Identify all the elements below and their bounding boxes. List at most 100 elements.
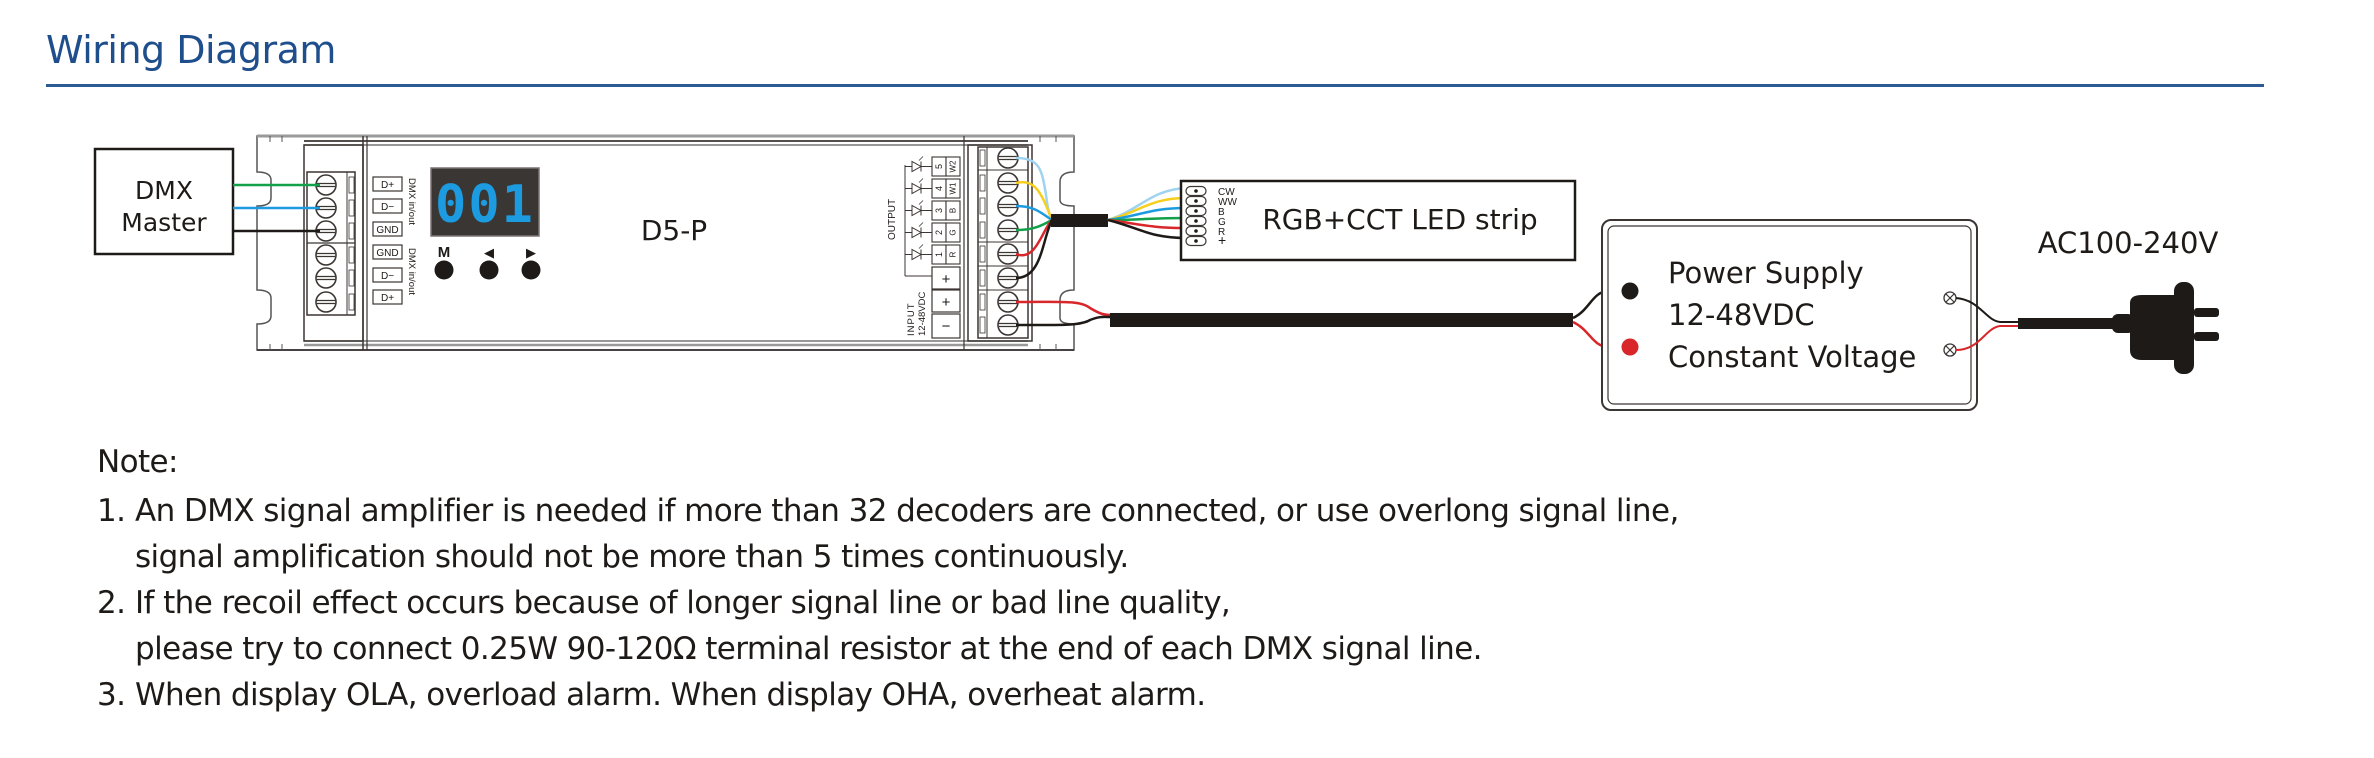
left-button[interactable] bbox=[479, 260, 499, 280]
strip-pin-label: R bbox=[1218, 227, 1225, 238]
output-terminal-block bbox=[977, 146, 1029, 339]
strip-pin-5: R bbox=[1185, 225, 1225, 238]
output-channel-name: W2 bbox=[949, 160, 958, 173]
terminal-screw-icon bbox=[997, 219, 1019, 241]
dmx-master-label-2: Master bbox=[121, 208, 207, 237]
psu-label-3: Constant Voltage bbox=[1668, 340, 1916, 374]
address-display: 001 bbox=[430, 167, 540, 237]
terminal-screw-icon bbox=[997, 314, 1019, 336]
input-caption: INPUT bbox=[906, 303, 917, 337]
controller-buttons: M ◀ ▶ bbox=[434, 244, 541, 280]
input-wire-negative bbox=[1015, 315, 1112, 327]
output-channel-number: 4 bbox=[934, 186, 944, 191]
output-channel-number: 3 bbox=[934, 208, 944, 213]
output-channel-name: R bbox=[949, 251, 958, 257]
mode-button[interactable] bbox=[434, 260, 454, 280]
note-number: 1. bbox=[97, 493, 126, 529]
right-button[interactable] bbox=[521, 260, 541, 280]
dmx-pin-4: GND bbox=[376, 248, 398, 259]
strip-pin-label: WW bbox=[1218, 197, 1237, 208]
output-cable-sleeve bbox=[1051, 214, 1108, 227]
output-channel-number: 2 bbox=[934, 230, 944, 235]
led-diode-icon bbox=[905, 222, 932, 239]
strip-pin-label: CW bbox=[1218, 187, 1235, 198]
terminal-screw-icon bbox=[997, 291, 1019, 313]
dmx-pin-1: D+ bbox=[381, 180, 394, 191]
ac-voltage-label: AC100-240V bbox=[2038, 226, 2219, 260]
dmx-port-caption-1: DMX in/out bbox=[406, 178, 417, 225]
power-supply: Power Supply 12-48VDC Constant Voltage bbox=[1601, 219, 2018, 411]
input-plus-label: + bbox=[942, 294, 951, 311]
output-channel-name: B bbox=[949, 208, 958, 213]
wire-b bbox=[1015, 204, 1053, 222]
output-common-label: + bbox=[942, 271, 951, 288]
strip-pin-4: G bbox=[1185, 215, 1226, 228]
terminal-screw-icon bbox=[315, 244, 337, 266]
wire-plus bbox=[1015, 219, 1054, 280]
led-diode-icon bbox=[905, 178, 932, 195]
ac-plug-icon: AC100-240V bbox=[2018, 226, 2219, 374]
title-divider bbox=[46, 84, 2264, 87]
note-item-2-continuation: please try to connect 0.25W 90-120Ω term… bbox=[135, 631, 1483, 667]
psu-positive-terminal bbox=[1621, 338, 1639, 356]
note-number: 3. bbox=[97, 677, 126, 713]
note-text: If the recoil effect occurs because of l… bbox=[135, 585, 1231, 621]
terminal-screw-icon bbox=[315, 267, 337, 289]
led-strip-box bbox=[1179, 179, 1577, 262]
model-label: D5-P bbox=[641, 214, 707, 247]
wire-ww bbox=[1015, 180, 1054, 221]
input-wire-positive bbox=[1015, 300, 1112, 317]
strip-pin-label: B bbox=[1218, 207, 1225, 218]
dmx-pin-3: GND bbox=[376, 225, 398, 236]
dmx-master-box bbox=[93, 147, 235, 256]
note-item-1-continuation: signal amplification should not be more … bbox=[135, 539, 1129, 575]
wiring-diagram: DMX Master bbox=[93, 134, 2219, 411]
strip-pin-1: CW bbox=[1185, 185, 1235, 198]
left-arrow-icon: ◀ bbox=[484, 245, 494, 260]
note-number: 2. bbox=[97, 585, 126, 621]
strip-pin-6: + bbox=[1185, 232, 1226, 248]
notes-heading: Note: bbox=[97, 444, 178, 480]
dmx-port-caption-2: DMX in/out bbox=[406, 248, 417, 295]
input-wires bbox=[1015, 289, 1630, 349]
terminal-screw-icon bbox=[997, 195, 1019, 217]
page-title: Wiring Diagram bbox=[46, 28, 336, 72]
led-strip-label: RGB+CCT LED strip bbox=[1262, 203, 1537, 236]
dmx-terminal-block bbox=[306, 171, 356, 316]
input-minus-label: − bbox=[942, 318, 951, 335]
terminal-screw-icon bbox=[997, 147, 1019, 169]
display-panel bbox=[430, 167, 540, 237]
display-value: 001 bbox=[435, 175, 535, 235]
ac-terminal-icon bbox=[1943, 343, 1957, 357]
output-channel-w1: 4 W1 bbox=[931, 178, 961, 199]
input-voltage-caption: 12-48VDC bbox=[917, 292, 928, 336]
terminal-screw-icon bbox=[315, 291, 337, 313]
input-cable-sleeve bbox=[1110, 313, 1573, 327]
output-channel-w2: 5 W2 bbox=[931, 156, 961, 177]
note-item-1: 1.An DMX signal amplifier is needed if m… bbox=[97, 488, 1679, 534]
note-item-3: 3.When display OLA, overload alarm. When… bbox=[97, 672, 1679, 718]
dmx-pin-labels: D+ D− GND GND D− D+ DMX in/out DMX in/ou… bbox=[372, 176, 417, 305]
strip-pin-label: + bbox=[1218, 232, 1226, 248]
output-wires bbox=[1015, 156, 1187, 280]
strip-pin-label: G bbox=[1218, 217, 1226, 228]
led-diode-icon bbox=[905, 156, 932, 173]
button-m-label: M bbox=[438, 244, 451, 261]
terminal-screw-icon bbox=[997, 172, 1019, 194]
dmx-pin-6: D+ bbox=[381, 293, 394, 304]
notes-section: Note: 1.An DMX signal amplifier is neede… bbox=[97, 442, 1679, 718]
dmx-wires bbox=[233, 183, 320, 233]
output-channel-name: W1 bbox=[949, 182, 958, 195]
note-item-2: 2.If the recoil effect occurs because of… bbox=[97, 580, 1679, 626]
ac-terminal-icon bbox=[1943, 291, 1957, 305]
strip-pin-3: B bbox=[1185, 205, 1225, 218]
psu-label-2: 12-48VDC bbox=[1668, 298, 1815, 332]
output-caption: OUTPUT bbox=[887, 199, 898, 240]
dmx-master-label-1: DMX bbox=[135, 176, 193, 205]
psu-label-1: Power Supply bbox=[1668, 256, 1864, 290]
output-channel-number: 5 bbox=[934, 164, 944, 169]
terminal-screw-icon bbox=[315, 174, 337, 196]
